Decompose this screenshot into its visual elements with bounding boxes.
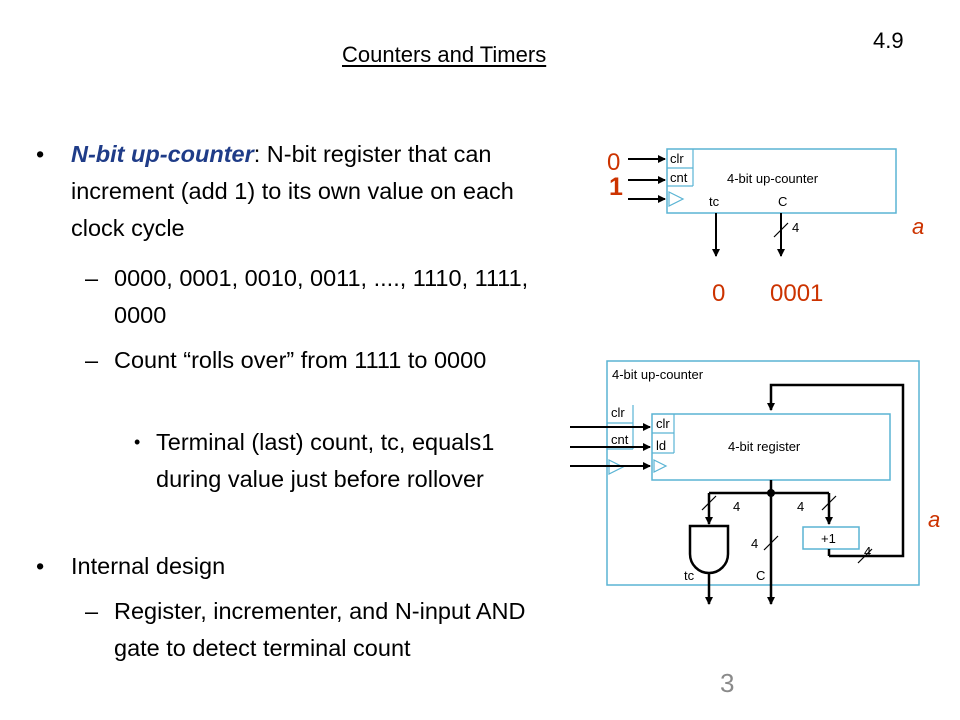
bus-slash [701,495,717,511]
terminal-count-text: Terminal (last) count, tc, equals1 durin… [156,429,495,492]
reg-pin-ld: ld [656,438,666,453]
junction-dot [767,489,775,497]
bullet-sequence: – 0000, 0001, 0010, 0011, ...., 1110, 11… [85,260,554,334]
and-gate [688,524,730,575]
bus-width-3: 4 [751,536,758,551]
top-counter-diagram: 0 1 clr cnt 4-bit up-counter tc C 4 0 00… [607,148,924,307]
top-pin-clr: clr [670,151,684,166]
bullet-terminal-count: • Terminal (last) count, tc, equals1 dur… [134,424,556,498]
top-pin-tc: tc [709,194,720,209]
bus-slash [763,535,779,551]
term-up-counter: N-bit up-counter [71,141,254,167]
top-bus-slash [773,222,789,238]
top-pin-c: C [778,194,787,209]
bullet-up-counter: • N-bit up-counter: N-bit register that … [36,136,551,247]
bullet-components: – Register, incrementer, and N-input AND… [85,593,562,667]
bus-width-1: 4 [733,499,740,514]
outer-counter-label: 4-bit up-counter [612,367,704,382]
bottom-pin-c: C [756,568,765,583]
up-counter-definition: : N-bit register that can increment (add… [71,141,514,241]
top-c-output-value: 0001 [770,280,823,307]
bottom-label-a: a [928,507,940,532]
incrementer-block [802,526,860,550]
dash-marker: – [85,347,99,373]
dash-marker: – [85,598,99,624]
top-counter-block [666,148,897,214]
top-clr-input-value: 0 [607,149,620,176]
outer-counter-box [606,360,920,586]
outer-pin-cnt: cnt [611,432,629,447]
slide-title: Counters and Timers [342,42,547,67]
top-tc-output-value: 0 [712,280,725,307]
outer-pin-clr: clr [611,405,625,420]
bus-slash [821,495,837,511]
bottom-pin-tc: tc [684,568,695,583]
register-label: 4-bit register [728,439,801,454]
incrementer-label: +1 [821,531,836,546]
reg-clock-triangle [653,459,668,473]
top-label-a: a [912,214,924,239]
bullet-marker: • [36,553,45,579]
rollover-text: Count “rolls over” from 1111 to 0000 [114,347,487,373]
page-number: 3 [720,668,735,698]
bus-width-2: 4 [797,499,804,514]
slide-number: 4.9 [873,28,904,53]
count-sequence: 0000, 0001, 0010, 0011, ...., 1110, 1111… [114,265,529,328]
bottom-counter-diagram: 4-bit up-counter clr cnt clr ld 4-bit re… [570,360,940,605]
bullet-list: • N-bit up-counter: N-bit register that … [36,136,562,667]
components-text: Register, incrementer, and N-input AND g… [114,598,526,661]
bullet-rollover: – Count “rolls over” from 1111 to 0000 [85,342,554,379]
top-bus-width: 4 [792,220,799,235]
feedback-wire [767,383,905,558]
dash-marker: – [85,265,99,291]
top-pin-cnt: cnt [670,170,688,185]
bullet-marker: • [134,432,141,452]
reg-pin-clr: clr [656,416,670,431]
top-cnt-input-value: 1 [609,173,623,201]
bullet-internal-design: • Internal design [36,548,551,585]
bullet-marker: • [36,141,45,167]
bus-width-4: 4 [864,544,871,559]
top-block-label: 4-bit up-counter [727,171,819,186]
top-clock-triangle [668,191,685,207]
internal-design-text: Internal design [71,553,226,579]
